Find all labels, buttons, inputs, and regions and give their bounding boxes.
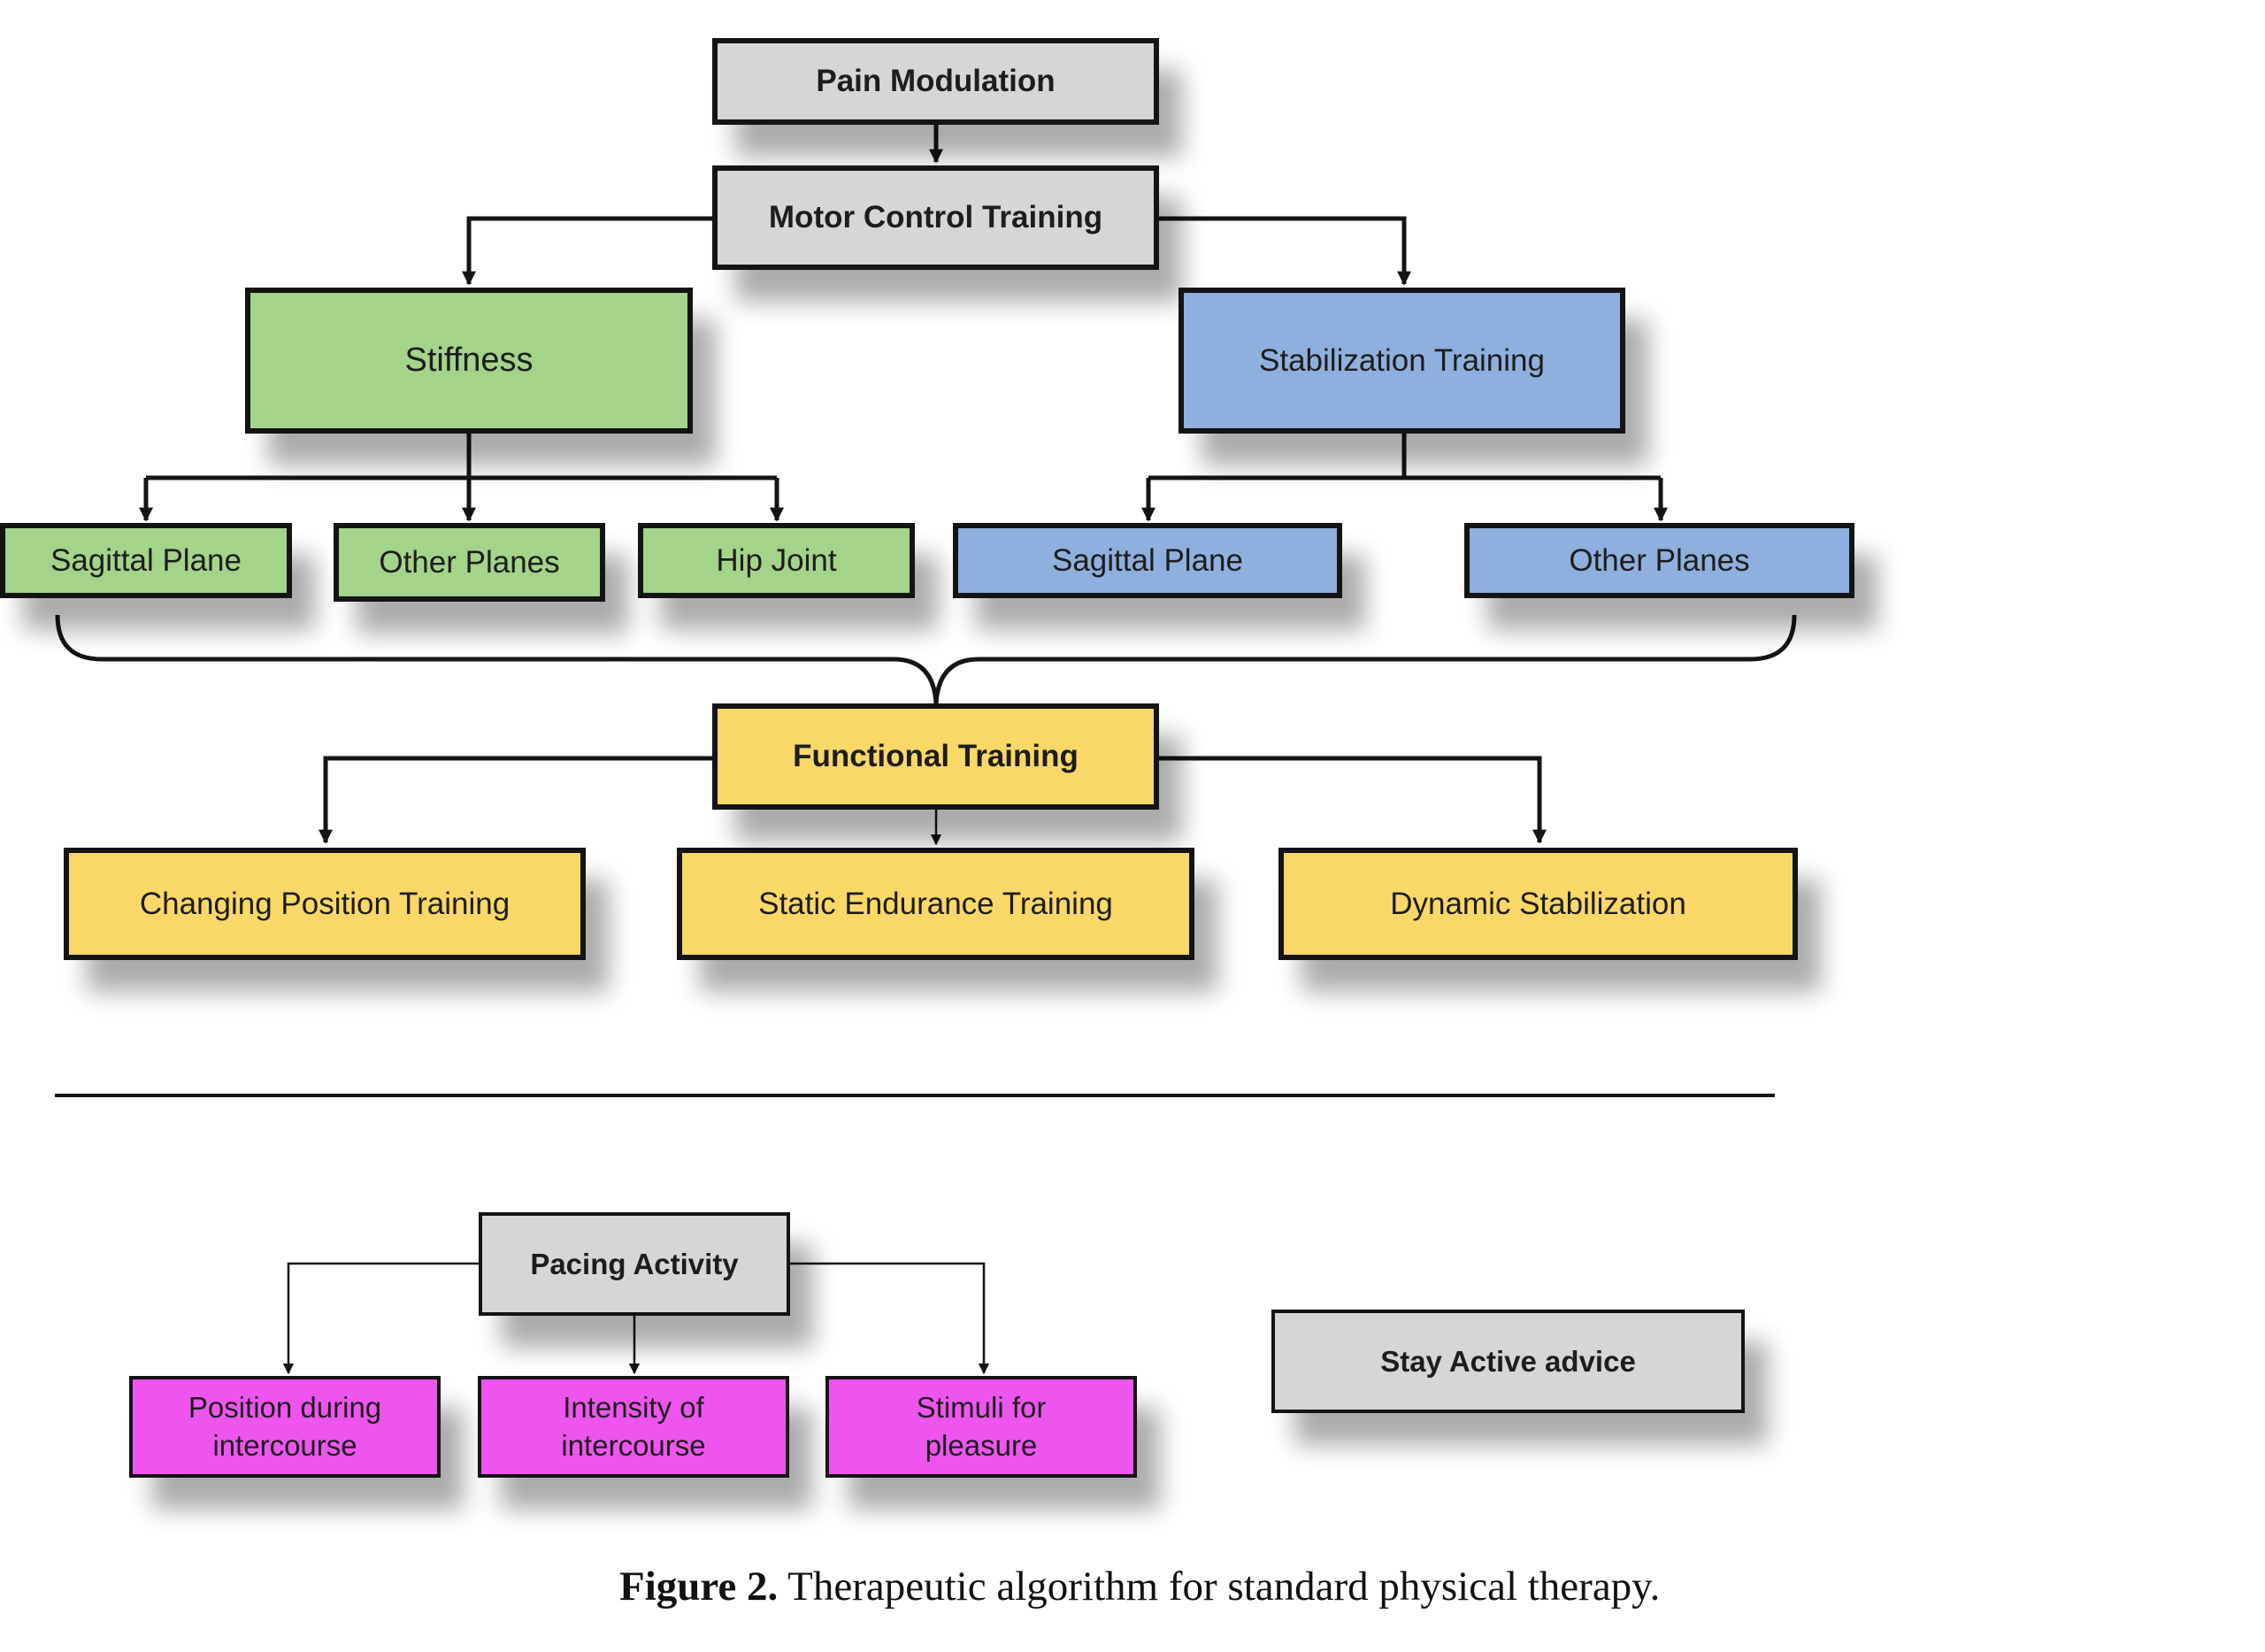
position-during-intercourse-label: Position during intercourse (188, 1390, 382, 1462)
arrow-functional-to-dynamic (1157, 756, 1547, 844)
stab-other-planes-label: Other Planes (1569, 542, 1750, 578)
stiffness-other-planes-box: Other Planes (334, 523, 605, 602)
intensity-of-intercourse-box: Intensity of intercourse (478, 1376, 789, 1478)
stimuli-for-pleasure-label: Stimuli for pleasure (916, 1390, 1047, 1462)
brace-to-functional (55, 614, 1797, 704)
arrow-stab-to-children (1148, 432, 1661, 480)
static-endurance-training-box: Static Endurance Training (677, 848, 1194, 960)
arrow-motor-to-stiffness (461, 216, 715, 286)
hip-joint-label: Hip Joint (716, 542, 837, 578)
stiffness-sagittal-plane-label: Sagittal Plane (50, 542, 242, 578)
stiffness-box: Stiffness (245, 288, 693, 434)
pacing-activity-box: Pacing Activity (479, 1212, 790, 1316)
arrow-functional-to-changing (318, 756, 715, 844)
pain-modulation-box: Pain Modulation (712, 38, 1159, 125)
arrow-stiffness-to-children (146, 432, 777, 480)
hip-joint-box: Hip Joint (638, 523, 915, 598)
motor-control-training-box: Motor Control Training (712, 165, 1159, 270)
stab-sagittal-plane-box: Sagittal Plane (953, 523, 1342, 598)
stab-other-planes-box: Other Planes (1464, 523, 1854, 598)
dynamic-stabilization-label: Dynamic Stabilization (1390, 886, 1686, 921)
stay-active-advice-box: Stay Active advice (1271, 1310, 1745, 1413)
functional-training-box: Functional Training (712, 703, 1159, 810)
stiffness-label: Stiffness (404, 342, 534, 379)
dynamic-stabilization-box: Dynamic Stabilization (1278, 848, 1798, 960)
arrow-motor-to-stabilization (1157, 216, 1412, 286)
stab-sagittal-plane-label: Sagittal Plane (1052, 542, 1243, 578)
functional-training-label: Functional Training (793, 739, 1079, 773)
stay-active-advice-label: Stay Active advice (1380, 1344, 1636, 1378)
stiffness-other-planes-label: Other Planes (379, 544, 560, 580)
motor-control-training-label: Motor Control Training (768, 200, 1103, 234)
intensity-of-intercourse-label: Intensity of intercourse (561, 1390, 706, 1462)
pacing-activity-label: Pacing Activity (530, 1247, 739, 1280)
arrow-pacing-to-stimuli (787, 1262, 990, 1375)
pain-modulation-label: Pain Modulation (816, 64, 1056, 98)
figure-caption-text: Therapeutic algorithm for standard physi… (778, 1564, 1661, 1610)
stabilization-training-label: Stabilization Training (1259, 342, 1545, 378)
changing-position-training-label: Changing Position Training (139, 886, 511, 921)
static-endurance-training-label: Static Endurance Training (758, 886, 1113, 921)
stabilization-training-box: Stabilization Training (1179, 288, 1625, 434)
arrow-pacing-to-position (282, 1262, 480, 1375)
stiffness-sagittal-plane-box: Sagittal Plane (0, 523, 292, 598)
figure-caption-label: Figure 2. (619, 1564, 779, 1610)
position-during-intercourse-box: Position during intercourse (129, 1376, 441, 1478)
stimuli-for-pleasure-box: Stimuli for pleasure (825, 1376, 1137, 1478)
figure-caption: Figure 2. Therapeutic algorithm for stan… (619, 1563, 1946, 1610)
changing-position-training-box: Changing Position Training (64, 848, 586, 960)
